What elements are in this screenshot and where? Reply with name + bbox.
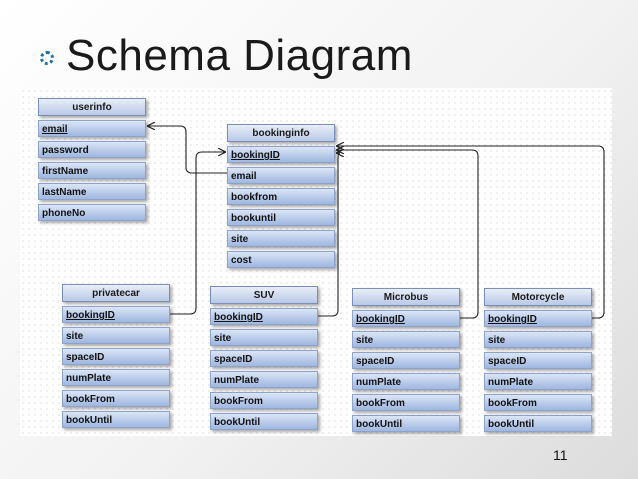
relationship-links xyxy=(20,88,605,319)
table-motorcycle: Motorcycle bookingID site spaceID numPla… xyxy=(484,288,592,432)
field-site: site xyxy=(62,327,170,344)
field-lastname: lastName xyxy=(38,183,146,200)
field-bookingid: bookingID xyxy=(210,308,318,325)
field-spaceid: spaceID xyxy=(484,352,592,369)
field-bookuntil: bookUntil xyxy=(484,415,592,432)
field-bookfrom: bookFrom xyxy=(62,390,170,407)
link-email xyxy=(148,126,227,174)
field-bookfrom: bookfrom xyxy=(227,188,335,205)
field-bookuntil: bookUntil xyxy=(62,411,170,428)
field-cost: cost xyxy=(227,251,335,268)
field-bookingid: bookingID xyxy=(62,306,170,323)
field-bookingid: bookingID xyxy=(484,310,592,327)
slide-title: Schema Diagram xyxy=(66,31,413,80)
field-phoneno: phoneNo xyxy=(38,204,146,221)
table-header: SUV xyxy=(210,286,318,304)
field-spaceid: spaceID xyxy=(62,348,170,365)
table-header: Microbus xyxy=(352,288,460,306)
field-numplate: numPlate xyxy=(352,373,460,390)
table-microbus: Microbus bookingID site spaceID numPlate… xyxy=(352,288,460,432)
field-password: password xyxy=(38,141,146,158)
circle-bullet-icon xyxy=(40,51,54,65)
field-bookingid: bookingID xyxy=(352,310,460,327)
field-bookuntil: bookUntil xyxy=(352,415,460,432)
table-bookinginfo: bookinginfo bookingID email bookfrom boo… xyxy=(227,124,335,268)
field-bookingid: bookingID xyxy=(227,146,335,163)
field-numplate: numPlate xyxy=(62,369,170,386)
link-privatecar-bookingid xyxy=(170,152,225,315)
field-spaceid: spaceID xyxy=(210,350,318,367)
table-suv: SUV bookingID site spaceID numPlate book… xyxy=(210,286,318,430)
field-email: email xyxy=(38,120,146,137)
field-site: site xyxy=(210,329,318,346)
field-site: site xyxy=(227,230,335,247)
link-motorcycle-bookingid xyxy=(337,146,605,319)
page-number: 11 xyxy=(553,447,568,463)
field-email: email xyxy=(227,167,335,184)
field-site: site xyxy=(352,331,460,348)
field-bookfrom: bookFrom xyxy=(484,394,592,411)
slide-title-area: Schema Diagram xyxy=(40,26,413,86)
field-bookuntil: bookUntil xyxy=(210,413,318,430)
link-suv-bookingid xyxy=(318,153,340,317)
table-header: bookinginfo xyxy=(227,124,335,142)
field-bookfrom: bookFrom xyxy=(352,394,460,411)
table-header: Motorcycle xyxy=(484,288,592,306)
field-firstname: firstName xyxy=(38,162,146,179)
field-numplate: numPlate xyxy=(210,371,318,388)
field-bookuntil: bookuntil xyxy=(227,209,335,226)
field-site: site xyxy=(484,331,592,348)
link-microbus-bookingid xyxy=(337,150,479,319)
field-numplate: numPlate xyxy=(484,373,592,390)
table-privatecar: privatecar bookingID site spaceID numPla… xyxy=(62,284,170,428)
field-spaceid: spaceID xyxy=(352,352,460,369)
table-userinfo: userinfo email password firstName lastNa… xyxy=(38,98,146,221)
schema-diagram: userinfo email password firstName lastNa… xyxy=(20,88,612,436)
table-header: privatecar xyxy=(62,284,170,302)
field-bookfrom: bookFrom xyxy=(210,392,318,409)
table-header: userinfo xyxy=(38,98,146,116)
